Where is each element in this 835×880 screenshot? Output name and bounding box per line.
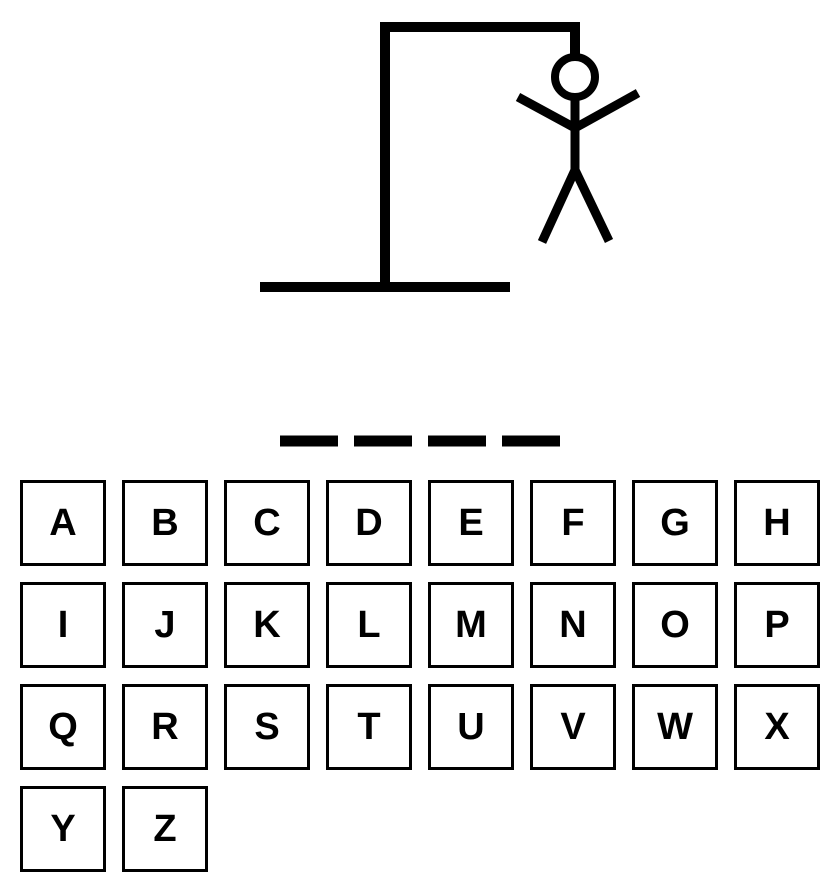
letter-key-j[interactable]: J: [122, 582, 208, 668]
letter-key-l[interactable]: L: [326, 582, 412, 668]
hangman-drawing: [260, 22, 641, 292]
hangman-right-leg: [570, 168, 614, 243]
letter-key-t[interactable]: T: [326, 684, 412, 770]
letter-key-u[interactable]: U: [428, 684, 514, 770]
hangman-left-arm: [515, 93, 578, 132]
letter-key-f[interactable]: F: [530, 480, 616, 566]
letter-key-x[interactable]: X: [734, 684, 820, 770]
letter-key-m[interactable]: M: [428, 582, 514, 668]
letter-key-v[interactable]: V: [530, 684, 616, 770]
letter-key-q[interactable]: Q: [20, 684, 106, 770]
letter-key-s[interactable]: S: [224, 684, 310, 770]
word-blanks: [280, 435, 560, 447]
letter-key-k[interactable]: K: [224, 582, 310, 668]
letter-key-b[interactable]: B: [122, 480, 208, 566]
letter-key-h[interactable]: H: [734, 480, 820, 566]
hangman-right-arm: [572, 89, 641, 132]
letter-key-g[interactable]: G: [632, 480, 718, 566]
hangman-left-leg: [537, 168, 580, 244]
letter-key-a[interactable]: A: [20, 480, 106, 566]
letter-key-p[interactable]: P: [734, 582, 820, 668]
letter-key-i[interactable]: I: [20, 582, 106, 668]
letter-key-n[interactable]: N: [530, 582, 616, 668]
letter-key-e[interactable]: E: [428, 480, 514, 566]
letter-key-w[interactable]: W: [632, 684, 718, 770]
letter-key-d[interactable]: D: [326, 480, 412, 566]
letter-key-c[interactable]: C: [224, 480, 310, 566]
letter-key-y[interactable]: Y: [20, 786, 106, 872]
letter-key-z[interactable]: Z: [122, 786, 208, 872]
letter-key-o[interactable]: O: [632, 582, 718, 668]
letter-key-r[interactable]: R: [122, 684, 208, 770]
